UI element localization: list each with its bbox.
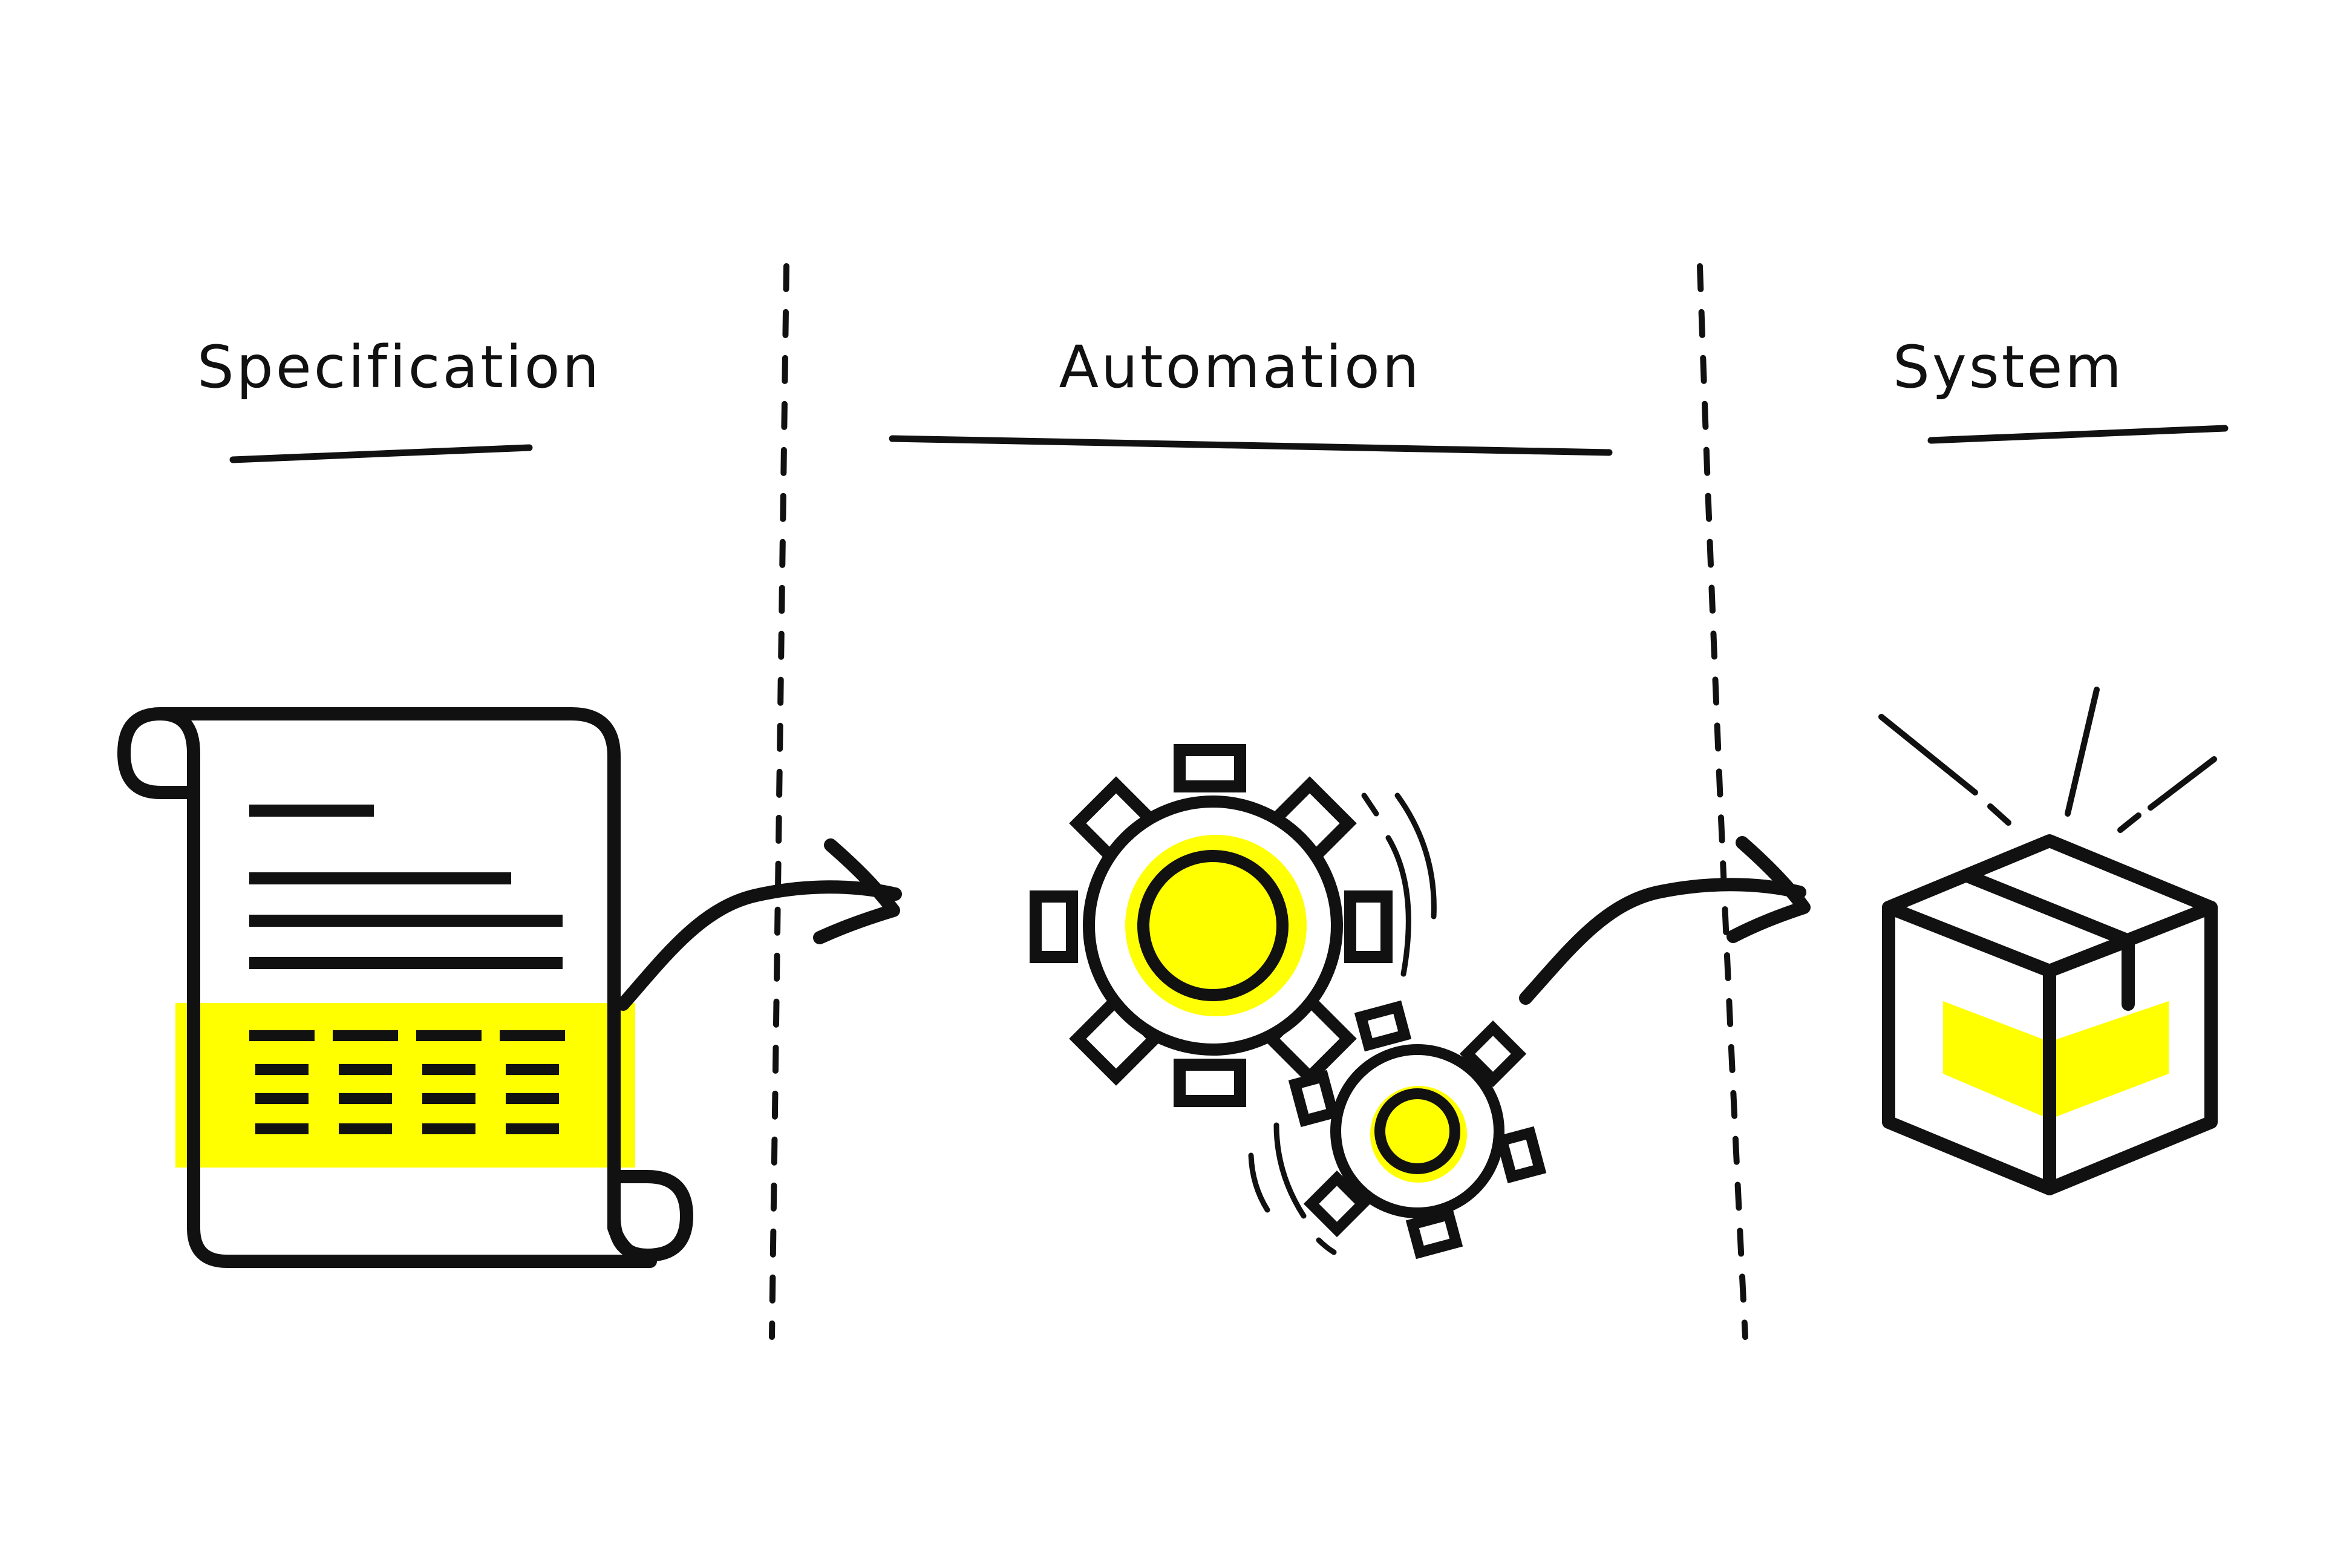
underline-system xyxy=(1927,425,2229,444)
arrow-automation-to-system xyxy=(1519,836,1811,1005)
arrow-spec-to-automation xyxy=(616,838,902,1011)
gears-icon xyxy=(1030,744,1547,1259)
stage-title-system: System xyxy=(1893,333,2124,401)
divider-right xyxy=(1697,263,1748,1340)
underline-automation xyxy=(889,435,1613,456)
divider-left xyxy=(769,263,789,1340)
stage-title-specification: Specification xyxy=(197,333,601,401)
open-box-icon xyxy=(1878,687,2218,1195)
stage-title-automation: Automation xyxy=(1059,333,1421,401)
scroll-document-icon xyxy=(117,707,693,1268)
underline-specification xyxy=(229,444,533,463)
